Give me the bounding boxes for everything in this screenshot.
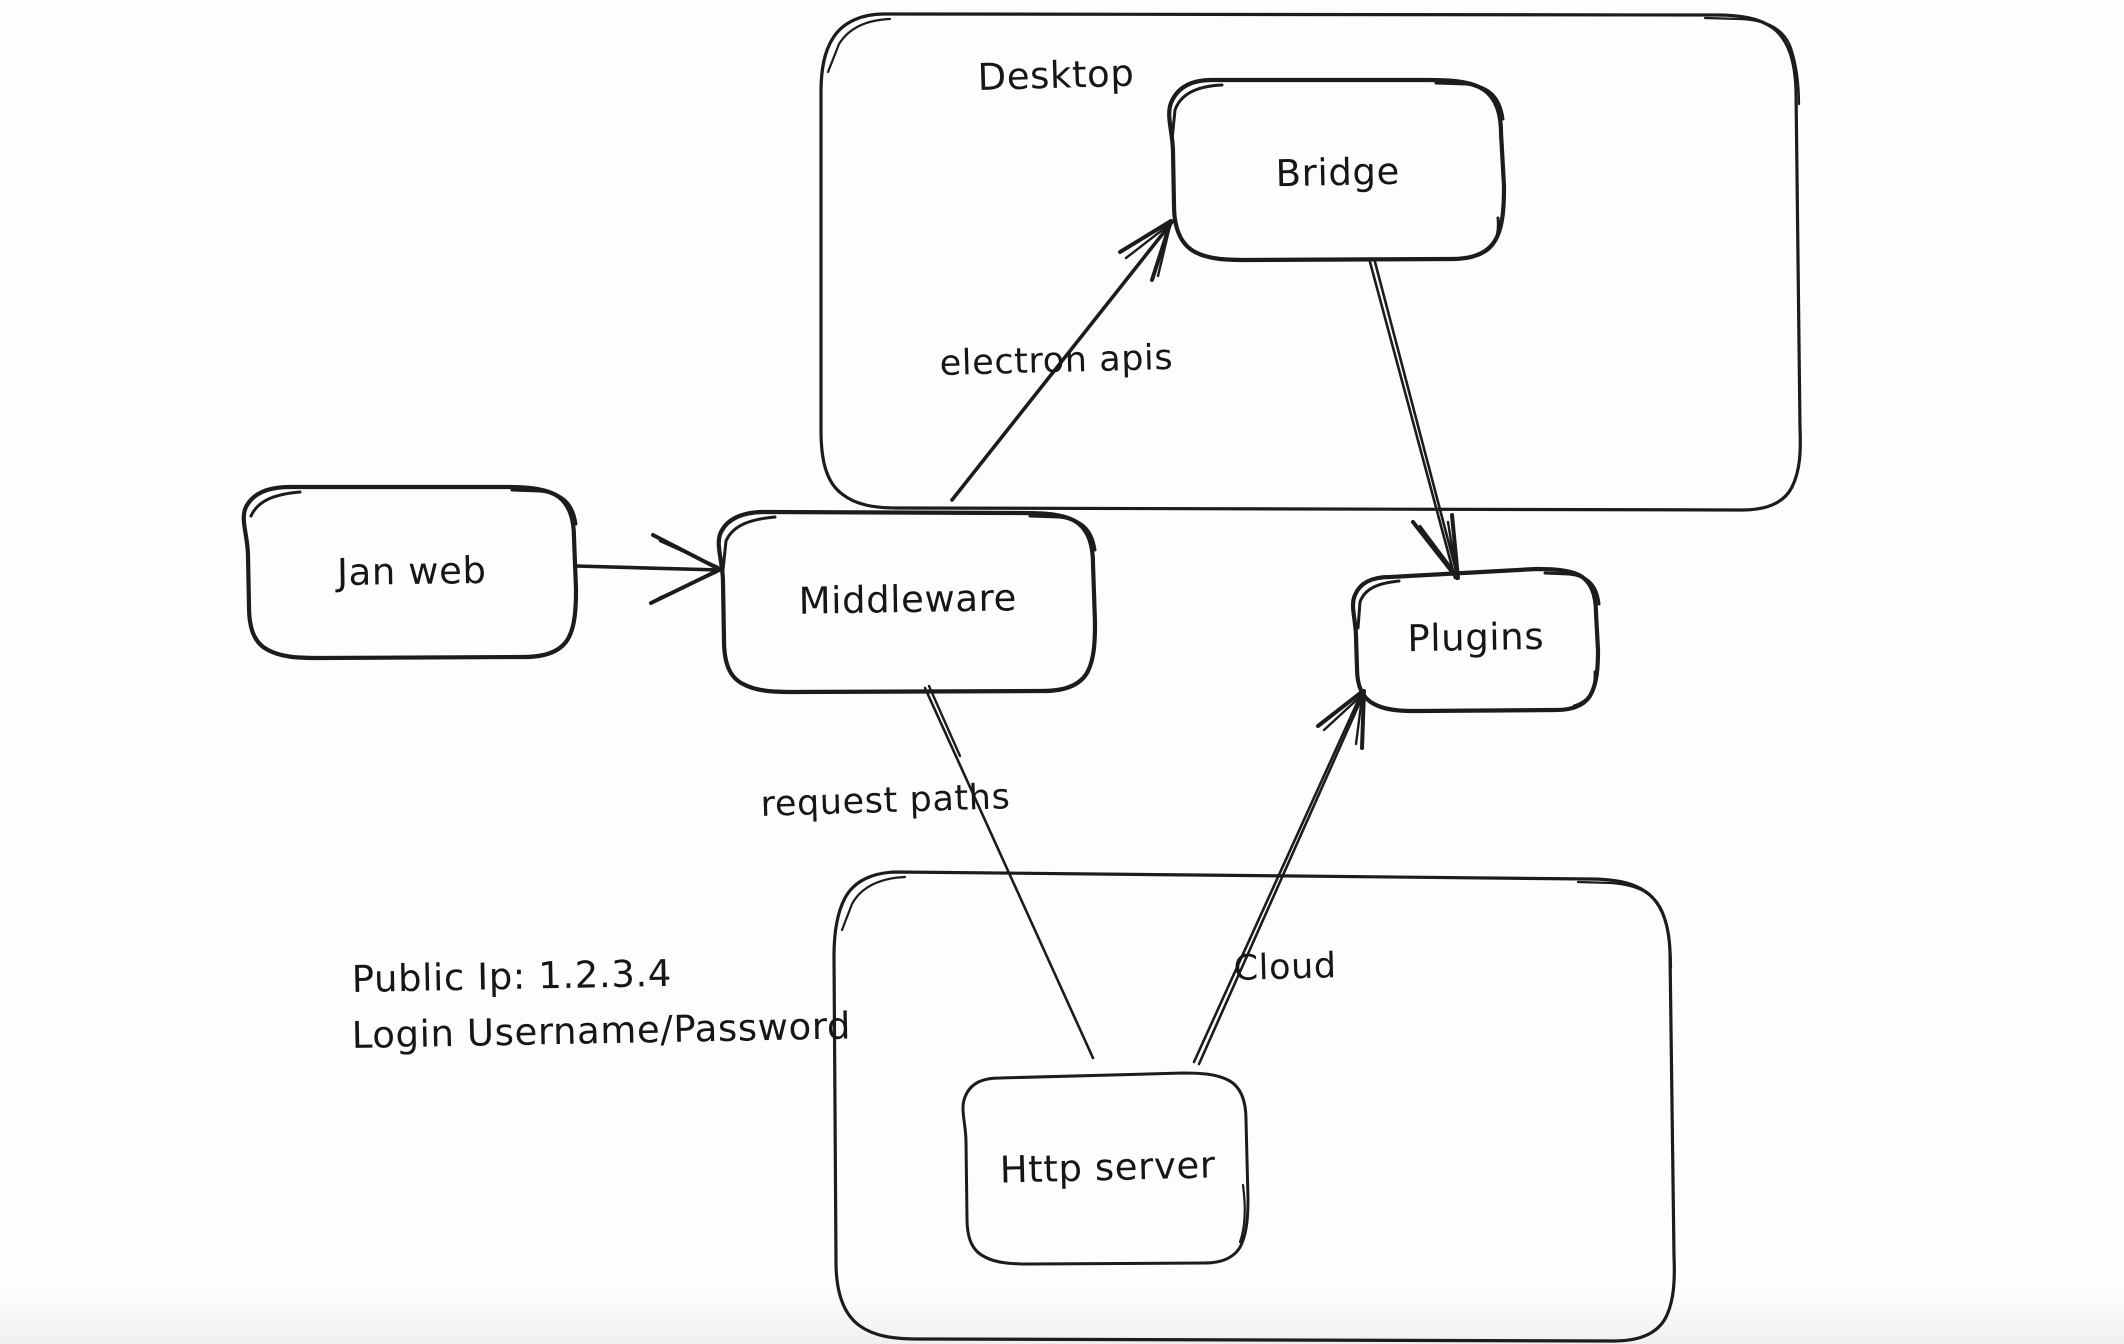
http-to-plugins-line: [1192, 690, 1364, 1064]
desktop-group-outline: [819, 12, 1802, 512]
plugins-arrowhead-left: [1411, 520, 1459, 580]
edge-http-to-plugins: Cloud: [1192, 689, 1366, 1066]
edge-janweb-to-middleware: [574, 533, 722, 605]
cloud-arrowhead-left: [1316, 689, 1365, 728]
group-desktop: Desktop: [819, 12, 1802, 512]
desktop-group-outline-overdraw-tl: [826, 17, 892, 74]
note-login: Login Username/Password: [351, 1004, 851, 1057]
bridge-arrowhead-left: [1118, 219, 1173, 254]
cloud-group-outline-overdraw-tl: [840, 875, 907, 932]
janweb-to-middleware-line: [574, 564, 722, 572]
cloud-arrowhead-down: [1360, 689, 1366, 750]
jan-web-box-overdraw: [249, 488, 578, 526]
edge-bridge-to-plugins: [1368, 260, 1460, 580]
cloud-arrowhead-overdraw: [1322, 693, 1364, 746]
node-bridge[interactable]: Bridge: [1167, 77, 1507, 263]
middleware-box-overdraw: [721, 514, 1097, 572]
notes-block: Public Ip: 1.2.3.4 Login Username/Passwo…: [351, 952, 851, 1057]
plugins-label: Plugins: [1407, 615, 1544, 660]
edge-label-cloud: Cloud: [1233, 946, 1337, 989]
desktop-group-outline-overdraw-tr: [1703, 16, 1801, 106]
middleware-to-http-line-overdraw: [927, 684, 962, 758]
node-plugins[interactable]: Plugins: [1350, 566, 1601, 714]
node-jan-web[interactable]: Jan web: [241, 484, 579, 661]
bridge-to-plugins-line-overdraw: [1373, 260, 1460, 580]
http-server-box-outline: [961, 1071, 1250, 1266]
middleware-to-http-line: [923, 686, 1095, 1060]
plugins-arrowhead-right: [1450, 513, 1460, 580]
http-server-box-overdraw: [1238, 1183, 1246, 1244]
node-middleware[interactable]: Middleware: [716, 509, 1098, 695]
middleware-label: Middleware: [798, 576, 1017, 622]
jan-web-box-outline: [241, 484, 579, 661]
bridge-box-overdraw: [1170, 81, 1505, 258]
node-http-server[interactable]: Http server: [961, 1071, 1250, 1266]
note-public-ip: Public Ip: 1.2.3.4: [351, 952, 672, 1001]
plugins-arrowhead-overdraw: [1418, 520, 1458, 576]
edge-label-request-paths: request paths: [760, 777, 1011, 825]
middleware-to-bridge-line: [950, 220, 1174, 502]
http-to-plugins-line-overdraw: [1197, 691, 1366, 1066]
bridge-to-plugins-line: [1368, 260, 1457, 580]
bridge-arrowhead-overdraw: [1124, 222, 1172, 278]
http-server-label: Http server: [999, 1143, 1216, 1191]
janweb-arrowhead-overdraw: [657, 539, 720, 600]
middleware-box-outline: [716, 509, 1098, 695]
edge-middleware-to-http: request paths: [760, 684, 1095, 1060]
bridge-box-outline: [1167, 77, 1507, 263]
plugins-box-overdraw: [1356, 571, 1601, 708]
group-cloud: [832, 870, 1676, 1343]
jan-web-label: Jan web: [335, 549, 487, 594]
desktop-group-label: Desktop: [977, 52, 1135, 99]
bridge-label: Bridge: [1275, 150, 1400, 196]
edge-label-electron-apis: electron apis: [939, 338, 1173, 384]
cloud-group-outline-overdraw-tr: [1576, 880, 1673, 970]
edge-middleware-to-bridge: electron apis: [939, 219, 1174, 502]
